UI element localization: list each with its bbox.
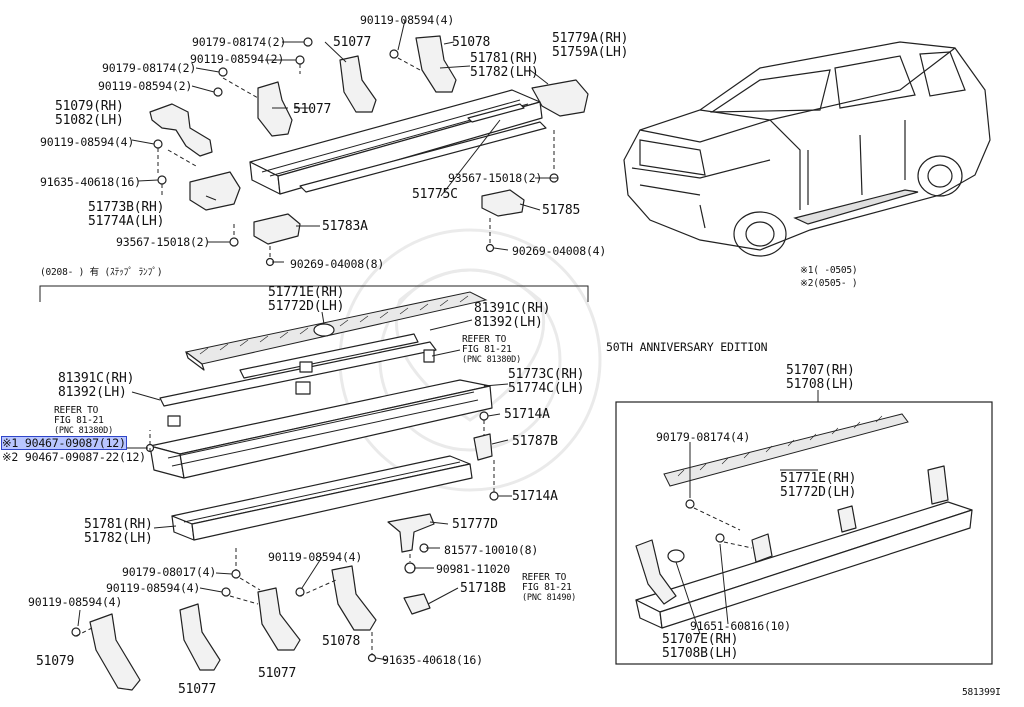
anniversary-step — [635, 413, 973, 629]
part-label: 51079 — [36, 654, 75, 669]
refer-note: FIG 81-21 — [54, 415, 104, 426]
part-label: 51777D — [452, 517, 498, 532]
part-label: 51082(LH) — [55, 113, 124, 128]
part-label: 51787B — [512, 434, 558, 449]
part-label: 90119-08594(4) — [40, 135, 135, 149]
part-label: 51785 — [542, 203, 581, 218]
part-label: 51077 — [178, 682, 217, 697]
part-label: 90119-08594(2) — [98, 79, 193, 93]
watermark-emblem — [338, 228, 602, 492]
part-label: 81392(LH) — [58, 385, 127, 400]
part-label: 90179-08017(4) — [122, 565, 217, 579]
part-label: 51077 — [293, 102, 332, 117]
part-label: 51078 — [452, 35, 491, 50]
part-label: 51708(LH) — [786, 377, 855, 392]
part-label: 51773C(RH) — [508, 367, 585, 382]
part-label: 51772D(LH) — [268, 299, 345, 314]
vehicle-note-1: ※1( -0505) — [800, 265, 858, 276]
vehicle-note-2: ※2(0505- ) — [800, 278, 858, 289]
part-label: 81391C(RH) — [474, 301, 551, 316]
refer-note: FIG 81-21 — [522, 582, 572, 593]
part-label: 51708B(LH) — [662, 646, 739, 661]
refer-note: REFER TO — [54, 405, 99, 416]
part-label: 51759A(LH) — [552, 45, 629, 60]
part-label: 51782(LH) — [470, 65, 539, 80]
part-label: 93567-15018(2) — [448, 171, 543, 185]
part-label: 90119-08594(4) — [268, 550, 363, 564]
part-label: 93567-15018(2) — [116, 235, 211, 249]
part-label: ※2 90467-09087-22(12) — [2, 450, 146, 464]
part-label: 90179-08174(2) — [192, 35, 287, 49]
lower-brackets — [71, 513, 435, 691]
vehicle-illustration — [623, 41, 991, 257]
anniversary-title: 50TH ANNIVERSARY EDITION — [606, 340, 768, 354]
part-label: 51714A — [504, 407, 550, 422]
part-label: 51707(RH) — [786, 363, 855, 378]
part-label: 51772D(LH) — [780, 485, 857, 500]
part-label: 51774C(LH) — [508, 381, 585, 396]
part-label: 51775C — [412, 187, 458, 202]
highlighted-part-label[interactable]: ※1 90467-09087(12) — [1, 436, 127, 450]
part-label: 90269-04008(8) — [290, 257, 385, 271]
anniversary-leader-lines — [675, 442, 818, 635]
part-label: 51718B — [460, 581, 506, 596]
part-label: 51077 — [333, 35, 372, 50]
figure-number: 581399I — [962, 687, 1001, 698]
part-label: 51078 — [322, 634, 361, 649]
part-label: 51781(RH) — [84, 517, 153, 532]
top-leader-lines — [131, 19, 558, 263]
part-label: 51773B(RH) — [88, 200, 165, 215]
part-label: 90179-08174(2) — [102, 61, 197, 75]
part-label: 90119-08594(4) — [360, 13, 455, 27]
part-label: 90119-08594(2) — [190, 52, 285, 66]
part-label: 90119-08594(4) — [106, 581, 201, 595]
part-label: 51077 — [258, 666, 297, 681]
refer-note: (PNC 81490) — [522, 593, 577, 603]
part-label: 51783A — [322, 219, 368, 234]
part-label: 51774A(LH) — [88, 214, 165, 229]
part-label: 51714A — [512, 489, 558, 504]
part-label: 91635-40618(16) — [382, 653, 483, 667]
lower-step-board — [171, 455, 473, 541]
anniversary-box — [615, 401, 993, 665]
step-lamp-assembly — [145, 291, 499, 501]
section-header: (0208- ) 有 (ｽﾃｯﾌﾟ ﾗﾝﾌﾟ) — [40, 267, 163, 278]
top-brackets — [149, 35, 589, 267]
middle-leader-lines — [126, 311, 512, 497]
refer-note: (PNC 81380D) — [54, 426, 114, 436]
part-label: 90179-08174(4) — [656, 430, 751, 444]
part-label: 51707E(RH) — [662, 632, 739, 647]
part-label: 90269-04008(4) — [512, 244, 607, 258]
part-label: 51771E(RH) — [268, 285, 345, 300]
part-label: 81577-10010(8) — [444, 543, 539, 557]
part-label: 91635-40618(16) — [40, 175, 141, 189]
refer-note: REFER TO — [522, 572, 567, 583]
part-label: 51079(RH) — [55, 99, 124, 114]
part-label: 91651-60816(10) — [690, 619, 791, 633]
refer-note: (PNC 81380D) — [462, 355, 522, 365]
part-label: 81392(LH) — [474, 315, 543, 330]
part-label: 90119-08594(4) — [28, 595, 123, 609]
refer-note: REFER TO — [462, 334, 507, 345]
part-label: 51781(RH) — [470, 51, 539, 66]
bottom-leader-lines — [75, 521, 459, 661]
part-label: 51771E(RH) — [780, 471, 857, 486]
part-label: 51779A(RH) — [552, 31, 629, 46]
part-label: 81391C(RH) — [58, 371, 135, 386]
section-bracket — [39, 285, 589, 302]
refer-note: FIG 81-21 — [462, 344, 512, 355]
part-label: 90981-11020 — [436, 562, 510, 576]
step-board-top — [249, 89, 547, 195]
part-label: 51782(LH) — [84, 531, 153, 546]
